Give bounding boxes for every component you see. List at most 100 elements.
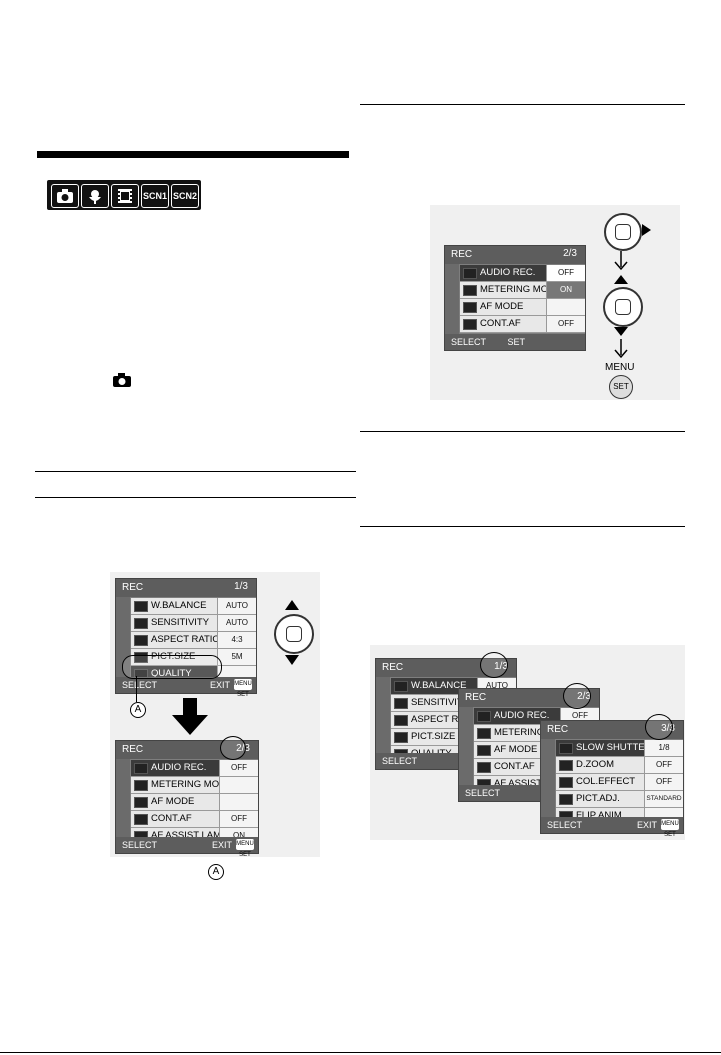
menu-set-button[interactable]: SET bbox=[609, 375, 633, 399]
highlight-oval bbox=[122, 655, 222, 679]
row-label: PICT.SIZE bbox=[411, 731, 456, 742]
row-label: PICT.SIZE bbox=[151, 651, 196, 662]
metering-icon bbox=[134, 780, 148, 791]
screen-title: REC bbox=[382, 662, 404, 673]
page-highlight-circle bbox=[220, 736, 246, 760]
scene1-icon: SCN1 bbox=[141, 184, 169, 208]
scene2-icon: SCN2 bbox=[171, 184, 199, 208]
cursor-button-updown[interactable] bbox=[603, 287, 643, 327]
row-label: SENSITIVITY bbox=[411, 697, 470, 708]
callout-a-inline: A bbox=[208, 864, 224, 880]
white-balance-icon bbox=[394, 681, 408, 692]
footer-select: SELECT bbox=[382, 756, 418, 766]
row-label: AUDIO REC. bbox=[480, 267, 536, 278]
microphone-icon bbox=[477, 711, 491, 722]
iso-icon bbox=[134, 618, 148, 629]
recording-mode-icons: SCN1 SCN2 bbox=[47, 180, 201, 210]
metering-icon bbox=[463, 285, 477, 296]
footer-select: SELECT bbox=[547, 820, 583, 830]
footer-select: SELECT bbox=[122, 840, 158, 850]
menu-set-badge: MENU SET bbox=[661, 819, 679, 838]
cont-af-icon bbox=[463, 319, 477, 330]
row-label: D.ZOOM bbox=[576, 759, 614, 770]
divider-right-2 bbox=[360, 431, 685, 432]
af-mode-icon bbox=[463, 302, 477, 313]
row-label: AF MODE bbox=[494, 744, 538, 755]
menu-row-af-mode[interactable]: AF MODE bbox=[131, 794, 258, 811]
menu-label: MENU bbox=[605, 362, 635, 373]
row-label: AF ASSIST LAMP bbox=[151, 830, 228, 841]
row-value bbox=[546, 299, 585, 315]
page-highlight-circle bbox=[480, 652, 508, 678]
row-label: W.BALANCE bbox=[411, 680, 467, 691]
page-highlight-circle bbox=[563, 683, 591, 709]
menu-row-sensitivity[interactable]: SENSITIVITY AUTO bbox=[131, 615, 256, 632]
row-label: PICT.ADJ. bbox=[576, 793, 620, 804]
row-label: METERING MODE bbox=[151, 779, 233, 790]
row-label: SLOW SHUTTER bbox=[576, 742, 652, 753]
menu-set-badge: MENU SET bbox=[236, 839, 254, 858]
row-value: AUTO bbox=[217, 615, 256, 631]
macro-icon bbox=[81, 184, 109, 208]
white-balance-icon bbox=[134, 601, 148, 612]
bottom-edge bbox=[0, 1052, 721, 1053]
row-value: OFF bbox=[219, 811, 258, 827]
row-label: FLIP ANIM. bbox=[576, 810, 625, 821]
down-arrow-icon bbox=[614, 339, 628, 359]
up-arrow-icon bbox=[614, 275, 628, 284]
row-value: AUTO bbox=[217, 598, 256, 614]
microphone-icon bbox=[134, 763, 148, 774]
cursor-button-right[interactable] bbox=[604, 213, 642, 251]
page-indicator: 2/3 bbox=[563, 248, 577, 259]
page-indicator: 1/3 bbox=[234, 581, 248, 592]
row-value: OFF bbox=[219, 760, 258, 776]
screen-title: REC bbox=[547, 724, 569, 735]
screen-title: REC bbox=[122, 582, 144, 593]
aspect-ratio-icon bbox=[134, 635, 148, 646]
row-label: ASPECT RATIO bbox=[151, 634, 220, 645]
menu-row-metering-mode[interactable]: METERING MODE bbox=[131, 777, 258, 794]
section-heading-bar bbox=[37, 151, 349, 158]
row-label: AUDIO REC. bbox=[151, 762, 207, 773]
divider-left-1 bbox=[35, 471, 356, 472]
menu-row-audio-rec[interactable]: AUDIO REC.OFF bbox=[460, 265, 585, 282]
footer-set: SET bbox=[507, 337, 525, 347]
callout-leader bbox=[136, 676, 137, 702]
slow-shutter-icon bbox=[559, 743, 573, 754]
menu-row-af-mode[interactable]: AF MODE bbox=[460, 299, 585, 316]
pict-size-icon bbox=[134, 652, 148, 663]
footer-exit: EXIT bbox=[211, 840, 232, 850]
down-arrow-icon bbox=[614, 327, 628, 336]
screen-title: REC bbox=[451, 249, 473, 260]
row-label: CONT.AF bbox=[494, 761, 535, 772]
camera-icon bbox=[51, 184, 79, 208]
row-label: ASPECT RA bbox=[411, 714, 465, 725]
menu-row-pict-adj[interactable]: PICT.ADJ.STANDARD bbox=[556, 791, 683, 808]
down-arrow-icon bbox=[172, 698, 208, 735]
aspect-ratio-icon bbox=[394, 715, 408, 726]
menu-row-audio-rec[interactable]: AUDIO REC. OFF bbox=[131, 760, 258, 777]
divider-right-3 bbox=[360, 526, 685, 527]
cursor-button[interactable] bbox=[274, 614, 314, 654]
motion-picture-icon bbox=[111, 184, 139, 208]
footer-select: SELECT bbox=[451, 337, 487, 347]
menu-set-badge: MENU SET bbox=[234, 679, 252, 698]
footer-exit: EXIT bbox=[209, 680, 230, 690]
row-value bbox=[219, 794, 258, 810]
d-zoom-icon bbox=[559, 760, 573, 771]
down-arrow-icon bbox=[614, 251, 628, 271]
screen-title: REC bbox=[465, 692, 487, 703]
row-label: SENSITIVITY bbox=[151, 617, 210, 628]
